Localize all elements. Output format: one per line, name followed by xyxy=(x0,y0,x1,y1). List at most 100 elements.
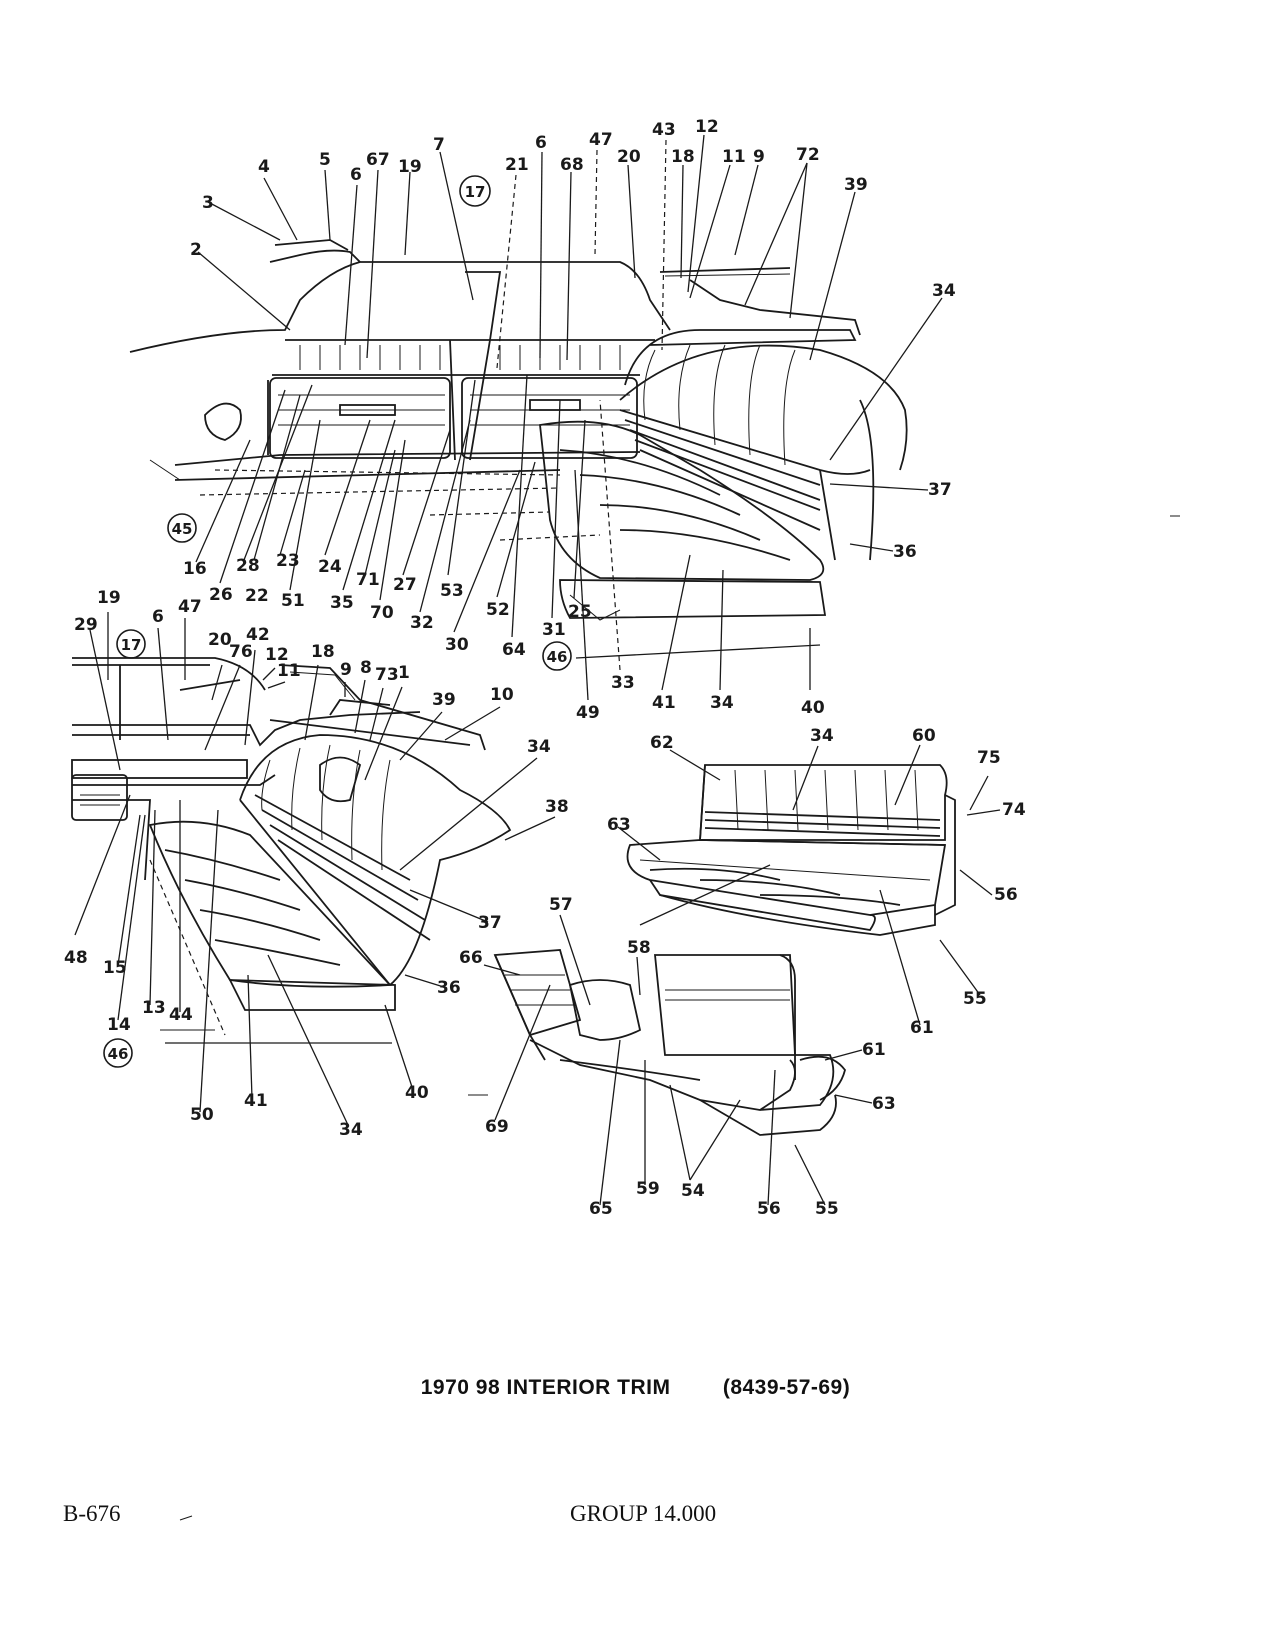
caption-code: (8439-57-69) xyxy=(722,1376,851,1399)
callout: 39 xyxy=(844,175,868,195)
callout: 25 xyxy=(568,602,592,622)
circled-ref xyxy=(116,629,146,659)
callout: 4 xyxy=(258,157,270,177)
callout: 55 xyxy=(815,1199,839,1219)
callout: 6 xyxy=(535,133,547,153)
callout: 15 xyxy=(103,958,127,978)
callout: 56 xyxy=(994,885,1018,905)
callout: 41 xyxy=(244,1091,268,1111)
callout: 33 xyxy=(611,673,635,693)
circled-ref-label: 46 xyxy=(547,648,568,666)
callout: 52 xyxy=(486,600,510,620)
callout: 9 xyxy=(340,660,352,680)
callout: 19 xyxy=(97,588,121,608)
callout: 5 xyxy=(319,150,331,170)
callout: 37 xyxy=(478,913,502,933)
callout: 47 xyxy=(589,130,613,150)
callout: 3 xyxy=(202,193,214,213)
circled-ref-label: 45 xyxy=(172,520,193,538)
callout: 55 xyxy=(963,989,987,1009)
callout: 36 xyxy=(893,542,917,562)
callout: 18 xyxy=(311,642,335,662)
callout: 32 xyxy=(410,613,434,633)
callout: 54 xyxy=(681,1181,705,1201)
callout: 22 xyxy=(245,586,269,606)
callout: 37 xyxy=(928,480,952,500)
callout: 8 xyxy=(360,658,372,678)
circled-ref xyxy=(167,513,197,543)
circled-ref-label: 17 xyxy=(465,183,486,201)
callout: 12 xyxy=(265,645,289,665)
callout: 67 xyxy=(366,150,390,170)
callout: 38 xyxy=(545,797,569,817)
callout: 34 xyxy=(710,693,734,713)
callout: 51 xyxy=(281,591,305,611)
callout: 7 xyxy=(433,135,445,155)
callout: 64 xyxy=(502,640,526,660)
callout: 72 xyxy=(796,145,820,165)
callout: 57 xyxy=(549,895,573,915)
callout: 42 xyxy=(246,625,270,645)
callout: 16 xyxy=(183,559,207,579)
callout: 40 xyxy=(801,698,825,718)
callout: 63 xyxy=(607,815,631,835)
callout: 40 xyxy=(405,1083,429,1103)
callout: 63 xyxy=(872,1094,896,1114)
callout: 76 xyxy=(229,642,253,662)
callout: 12 xyxy=(695,117,719,137)
callout: 11 xyxy=(277,661,301,681)
callout: 34 xyxy=(932,281,956,301)
circled-ref xyxy=(459,175,491,207)
callout: 30 xyxy=(445,635,469,655)
callout: 21 xyxy=(505,155,529,175)
callout: 70 xyxy=(370,603,394,623)
callout: 18 xyxy=(671,147,695,167)
callout: 58 xyxy=(627,938,651,958)
callout: 48 xyxy=(64,948,88,968)
callout: 50 xyxy=(190,1105,214,1125)
scan-marks xyxy=(179,515,1180,1521)
circled-references: 17 45 46 17 46 xyxy=(103,175,572,1068)
callout: 13 xyxy=(142,998,166,1018)
callout: 41 xyxy=(652,693,676,713)
callout: 27 xyxy=(393,575,417,595)
diagram-caption: 1970 98 INTERIOR TRIM (8439-57-69) xyxy=(0,1376,1271,1400)
callout: 20 xyxy=(208,630,232,650)
callout: 39 xyxy=(432,690,456,710)
callout: 35 xyxy=(330,593,354,613)
callout: 59 xyxy=(636,1179,660,1199)
callout: 24 xyxy=(318,557,342,577)
leader-lines xyxy=(74,134,1001,1206)
callout: 44 xyxy=(169,1005,193,1025)
callout: 66 xyxy=(459,948,483,968)
callout: 6 xyxy=(350,165,362,185)
callout: 34 xyxy=(339,1120,363,1140)
page-number: B-676 xyxy=(63,1501,121,1526)
callout: 23 xyxy=(276,551,300,571)
split-bench-seat-illustration xyxy=(493,949,846,1136)
top-sedan-illustration xyxy=(129,239,908,621)
callout: 2 xyxy=(190,240,202,260)
callout: 75 xyxy=(977,748,1001,768)
circled-ref-label: 17 xyxy=(121,636,142,654)
circled-ref xyxy=(542,641,572,671)
callout: 43 xyxy=(652,120,676,140)
callout: 11 xyxy=(722,147,746,167)
callout: 29 xyxy=(74,615,98,635)
callout: 20 xyxy=(617,147,641,167)
circled-ref-label: 46 xyxy=(108,1045,129,1063)
callout: 61 xyxy=(862,1040,886,1060)
callout: 14 xyxy=(107,1015,131,1035)
callout: 65 xyxy=(589,1199,613,1219)
callout: 9 xyxy=(753,147,765,167)
caption-title: 1970 98 INTERIOR TRIM xyxy=(420,1376,671,1399)
callout: 74 xyxy=(1002,800,1026,820)
callout: 47 xyxy=(178,597,202,617)
callout: 73 xyxy=(375,665,399,685)
callout: 62 xyxy=(650,733,674,753)
callout: 26 xyxy=(209,585,233,605)
callout: 49 xyxy=(576,703,600,723)
callout: 36 xyxy=(437,978,461,998)
circled-ref xyxy=(103,1038,133,1068)
